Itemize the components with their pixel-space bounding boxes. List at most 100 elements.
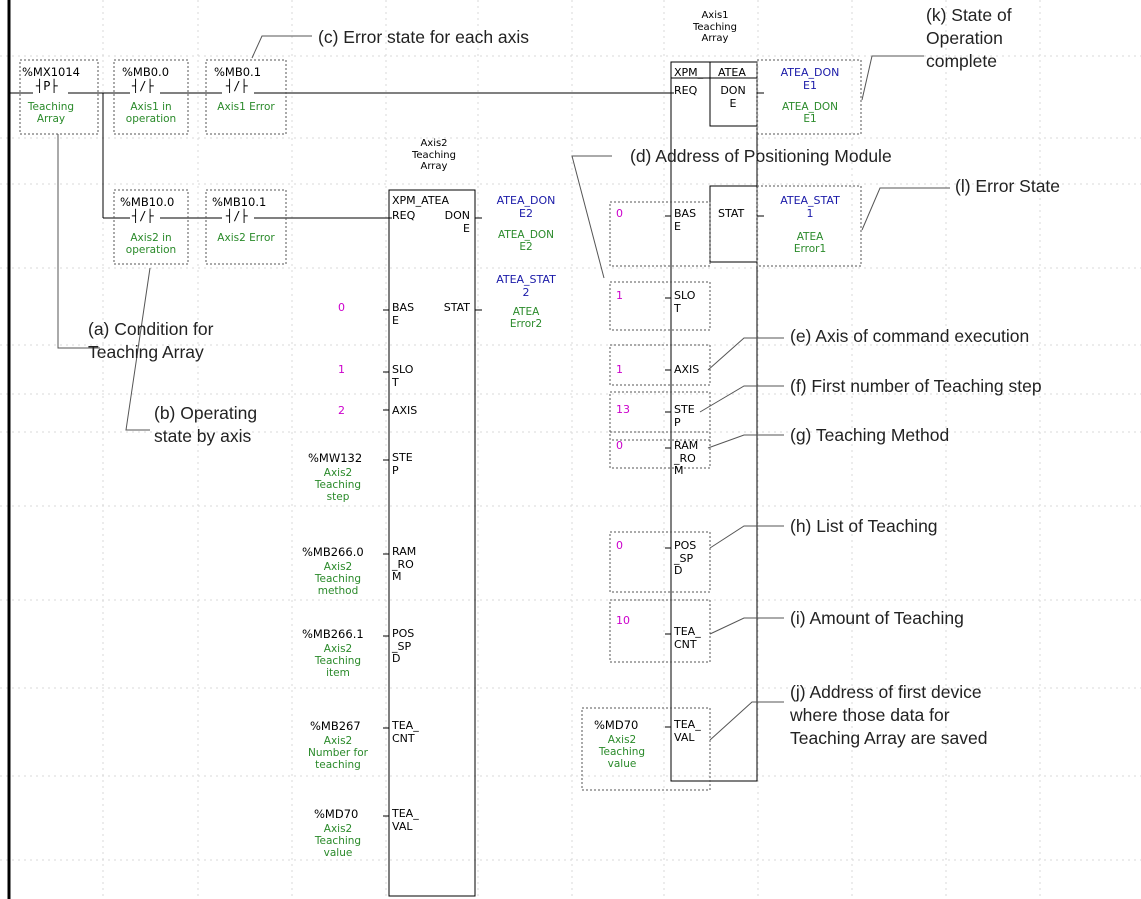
- fb-axis2-input-axis: 2: [338, 404, 345, 417]
- contact-box: [113, 59, 189, 135]
- fb-axis2-pin-base: BAS E: [392, 301, 415, 327]
- fb-axis2-input-step: %MW132: [308, 451, 363, 465]
- fb-axis2-box: [388, 189, 476, 897]
- fb-axis1-pin-base: BAS E: [674, 207, 697, 233]
- annotation-leader-b: [125, 267, 151, 431]
- contact-box: [205, 189, 287, 265]
- fb-axis2-pin-slot: SLO T: [392, 363, 414, 389]
- annotation-leader-d: [571, 155, 612, 279]
- fb-axis2-done-desc: ATEA_DON E2: [497, 229, 555, 254]
- fb-axis2-input-tea-val-desc: Axis2 Teaching value: [314, 823, 362, 860]
- annotation-a: (a) Condition for Teaching Array: [88, 319, 214, 362]
- fb-axis2-input-tea-cnt-desc: Axis2 Number for teaching: [308, 735, 368, 772]
- fb-axis1-pin-tea-cnt: TEA_ CNT: [674, 625, 701, 651]
- fb-axis2-input-base: 0: [338, 301, 345, 314]
- annotation-f: (f) First number of Teaching step: [790, 376, 1042, 396]
- fb-axis1-input-tea-val-desc: Axis2 Teaching value: [598, 734, 646, 771]
- fb-axis2-pin-axis: AXIS: [392, 404, 418, 417]
- fb-axis1-pin-axis: AXIS: [674, 363, 700, 376]
- contact-description: Axis2 Error: [217, 232, 275, 244]
- fb-axis2-pin-step: STE P: [392, 451, 413, 477]
- contact-box: [113, 189, 189, 265]
- fb-axis2-pin-ram-rom: RAM _RO M: [392, 545, 417, 584]
- fb-axis1-input-tea-val: %MD70: [594, 718, 639, 732]
- contact-address: %MB0.1: [214, 65, 262, 79]
- input-box: [609, 281, 711, 331]
- fb-axis2-stat-desc: ATEA Error2: [509, 306, 543, 331]
- fb-axis2-pin-tea-val: TEA_ VAL: [392, 807, 419, 833]
- annotation-leader-i: [709, 617, 784, 635]
- input-box: [609, 599, 711, 663]
- contact-address: %MX1014: [22, 65, 80, 79]
- fb-axis1-stat-var: ATEA_STAT 1: [780, 194, 840, 220]
- fb-axis2-input-ram-rom-desc: Axis2 Teaching method: [314, 561, 362, 598]
- contact-description: Axis1 Error: [217, 101, 275, 113]
- input-box: [609, 531, 711, 593]
- annotation-leader-e: [707, 337, 784, 371]
- fb-axis2-pin-done: DON E: [444, 209, 470, 235]
- contact-description: Axis1 in operation: [125, 101, 177, 126]
- input-box: [609, 391, 711, 441]
- fb-axis2-input-step-desc: Axis2 Teaching step: [314, 467, 362, 504]
- fb-axis1-stat-pin-box: [709, 185, 758, 263]
- fb-axis1-input-ram-rom: 0: [616, 439, 623, 452]
- contact-symbol: ┤/├: [226, 209, 248, 223]
- contact-symbol: ┤/├: [132, 79, 154, 93]
- fb-axis2-input-pos-spd-desc: Axis2 Teaching item: [314, 643, 362, 680]
- fb-axis1-caption: Axis1 Teaching Array: [693, 10, 737, 44]
- annotation-leader-g: [707, 434, 784, 449]
- fb-axis2-name: XPM_ATEA: [392, 194, 450, 207]
- fb-axis1-pin-req: REQ: [674, 84, 698, 97]
- annotation-c: (c) Error state for each axis: [318, 27, 530, 47]
- annotation-leader-c: [251, 35, 312, 59]
- fb-axis1-pin-done: DON E: [720, 84, 746, 110]
- input-box: [609, 431, 711, 469]
- fb-axis1-input-step: 13: [616, 403, 630, 416]
- annotation-k: (k) State of Operation complete: [926, 5, 1012, 71]
- input-box: [609, 344, 711, 386]
- fb-axis2-input-slot: 1: [338, 363, 345, 376]
- fb-axis1-pin-tea-val: TEA_ VAL: [674, 718, 701, 744]
- input-box: [609, 201, 711, 267]
- annotation-b: (b) Operating state by axis: [154, 403, 258, 446]
- fb-axis1-input-tea-cnt: 10: [616, 614, 630, 627]
- contact-address: %MB0.0: [122, 65, 170, 79]
- annotation-g: (g) Teaching Method: [790, 425, 950, 445]
- fb-axis1-input-slot: 1: [616, 289, 623, 302]
- fb-axis1-input-axis: 1: [616, 363, 623, 376]
- annotation-i: (i) Amount of Teaching: [790, 608, 964, 628]
- fb-axis1-stat-desc: ATEA Error1: [793, 231, 827, 256]
- fb-axis1-pin-stat: STAT: [718, 207, 745, 220]
- fb-axis1-pin-ram-rom: RAM _RO M: [674, 439, 699, 478]
- fb-axis2-stat-var: ATEA_STAT 2: [496, 273, 556, 299]
- contact-symbol: ┤/├: [226, 79, 248, 93]
- annotation-e: (e) Axis of command execution: [790, 326, 1030, 346]
- fb-axis1-input-base: 0: [616, 207, 623, 220]
- fb-axis1-pin-pos-spd: POS _SP D: [674, 539, 697, 578]
- annotation-leader-k: [861, 55, 924, 101]
- output-box: [756, 59, 862, 135]
- annotation-d: (d) Address of Positioning Module: [630, 146, 892, 166]
- annotation-leader-a: [57, 134, 100, 349]
- contact-description: Axis2 in operation: [125, 232, 177, 257]
- fb-axis2-input-pos-spd: %MB266.1: [302, 627, 364, 641]
- fb-axis1-input-pos-spd: 0: [616, 539, 623, 552]
- input-box: [581, 707, 711, 791]
- fb-axis2-caption: Axis2 Teaching Array: [412, 138, 456, 172]
- annotation-h: (h) List of Teaching: [790, 516, 938, 536]
- fb-axis1-pin-slot: SLO T: [674, 289, 696, 315]
- fb-axis2-input-ram-rom: %MB266.0: [302, 545, 364, 559]
- fb-axis1-done-var: ATEA_DON E1: [780, 66, 840, 92]
- fb-axis2-pin-req: REQ: [392, 209, 416, 222]
- fb-axis1-name-right: ATEA: [718, 66, 746, 79]
- fb-axis2-input-tea-val: %MD70: [314, 807, 359, 821]
- contact-symbol: ┤P├: [36, 79, 58, 93]
- contact-symbol: ┤/├: [132, 209, 154, 223]
- fb-axis2-pin-tea-cnt: TEA_ CNT: [392, 719, 419, 745]
- fb-axis2-input-tea-cnt: %MB267: [310, 719, 361, 733]
- fb-axis1-done-desc: ATEA_DON E1: [781, 101, 839, 126]
- annotation-j: (j) Address of first device where those …: [790, 682, 988, 748]
